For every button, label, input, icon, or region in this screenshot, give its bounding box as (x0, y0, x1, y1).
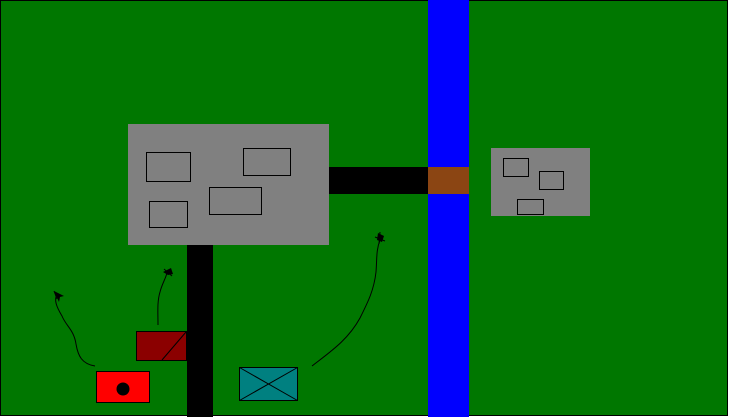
town-east[interactable] (491, 148, 590, 216)
building[interactable] (539, 171, 564, 190)
unit-teal[interactable] (239, 367, 298, 401)
road-horizontal (329, 167, 428, 194)
movement-path-teal (311, 239, 381, 367)
road-vertical (187, 245, 213, 417)
town-east-area[interactable] (491, 148, 590, 216)
unit-dark-red[interactable] (136, 331, 187, 361)
river (428, 0, 469, 417)
building[interactable] (146, 152, 191, 182)
bridge[interactable] (428, 167, 469, 194)
diagonal-slash-symbol-icon (161, 331, 187, 361)
x-cross-symbol-icon (239, 367, 298, 401)
building[interactable] (209, 187, 262, 215)
pin-marker-icon[interactable] (53, 290, 64, 302)
pin-marker-icon[interactable] (374, 231, 386, 245)
unit-red[interactable] (96, 371, 150, 403)
pin-marker-icon[interactable] (163, 268, 173, 277)
building[interactable] (517, 199, 544, 215)
building[interactable] (149, 201, 188, 228)
building[interactable] (503, 158, 529, 177)
movement-path-red (55, 293, 96, 367)
movement-path-dark-red (157, 272, 168, 326)
building[interactable] (243, 148, 291, 176)
filled-circle-symbol-icon (116, 382, 130, 396)
town-west-area[interactable] (128, 124, 329, 245)
town-west[interactable] (128, 124, 329, 245)
